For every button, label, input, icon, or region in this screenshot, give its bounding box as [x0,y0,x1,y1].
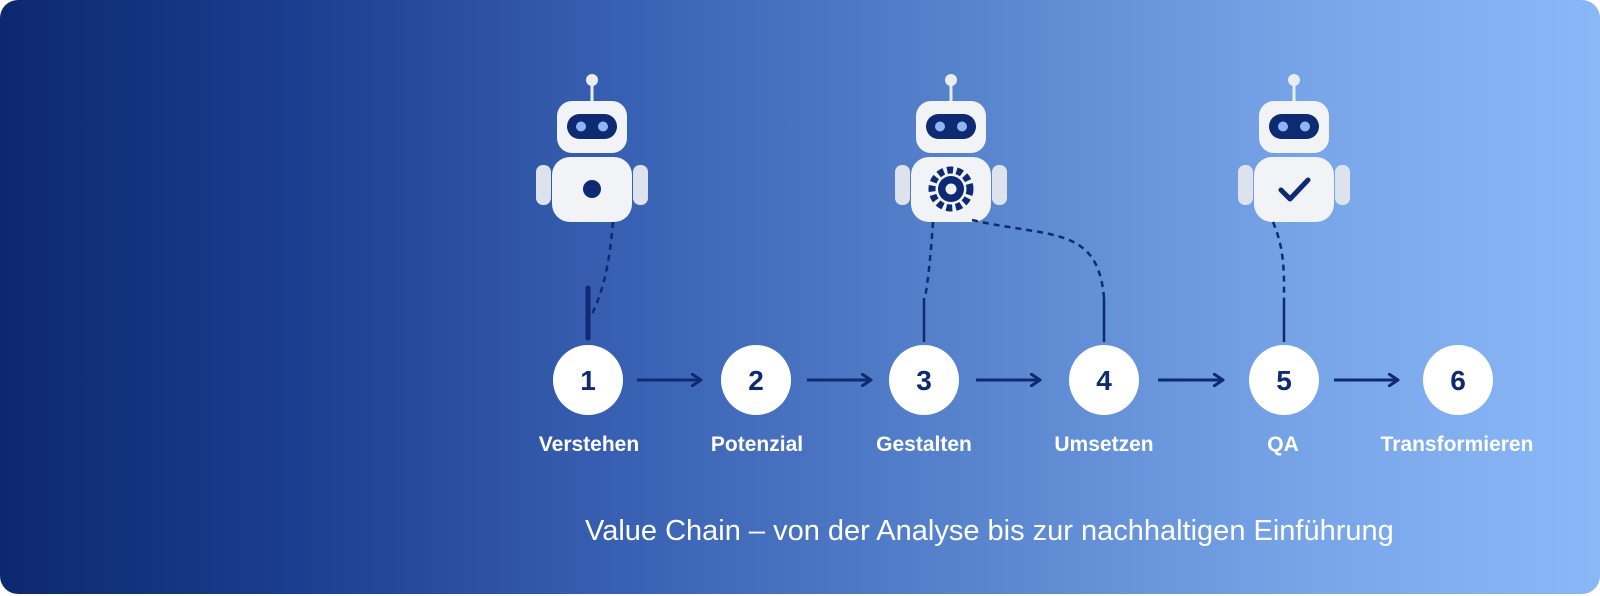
step-label: Potenzial [711,433,803,456]
step-number: 1 [580,365,596,396]
step-3: 3 Gestalten [876,345,972,456]
step-node [889,345,959,415]
step-number: 3 [916,365,932,396]
step-label: Transformieren [1381,433,1534,456]
step-label: Umsetzen [1054,433,1153,456]
step-node [1249,345,1319,415]
step-2: 2 Potenzial [711,345,803,456]
step-label: QA [1267,433,1299,456]
connector-robot1-step1 [590,221,615,315]
step-number: 4 [1096,365,1112,396]
step-node [1423,345,1493,415]
step-label: Verstehen [539,433,639,456]
gear-icon [928,166,974,212]
connector-robot2-step3 [923,221,935,299]
step-number: 6 [1450,365,1466,396]
step-1: 1 Verstehen [539,345,639,456]
connector-robot3-step5 [1271,221,1286,299]
step-6: 6 Transformieren [1381,345,1534,456]
robot-analysis [536,74,648,222]
robot-connectors [585,218,1286,342]
checkmark-icon [1278,177,1311,202]
step-node [553,345,623,415]
robot-design [895,74,1007,222]
step-node [1069,345,1139,415]
step-label: Gestalten [876,433,972,456]
dot-icon [583,180,601,198]
diagram-caption: Value Chain – von der Analyse bis zur na… [585,515,1394,547]
step-node [721,345,791,415]
step-4: 4 Umsetzen [1054,345,1154,456]
step-number: 2 [748,365,764,396]
connector-robot2-step4 [971,218,1106,299]
step-5: 5 QA [1249,345,1319,456]
step-number: 5 [1276,365,1292,396]
robot-quality [1238,74,1350,222]
